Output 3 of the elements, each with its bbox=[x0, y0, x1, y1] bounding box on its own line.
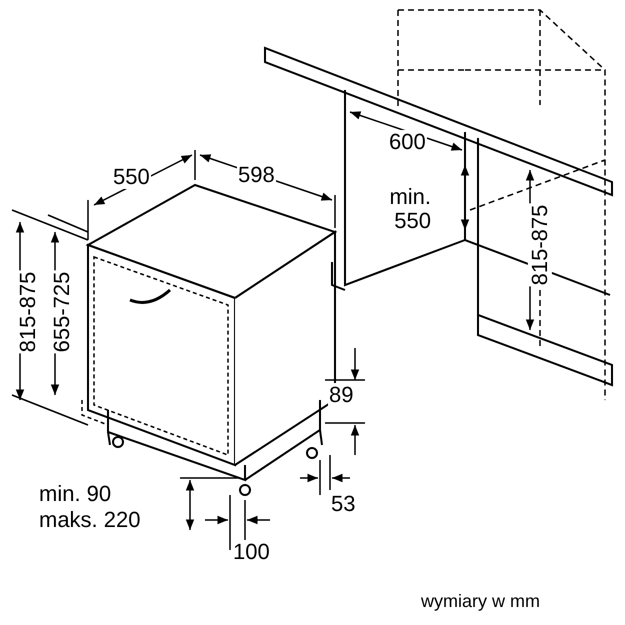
units-note: wymiary w mm bbox=[420, 592, 541, 612]
dimension-label: 815-875 bbox=[528, 204, 552, 286]
dimension-label: 89 bbox=[328, 383, 354, 408]
